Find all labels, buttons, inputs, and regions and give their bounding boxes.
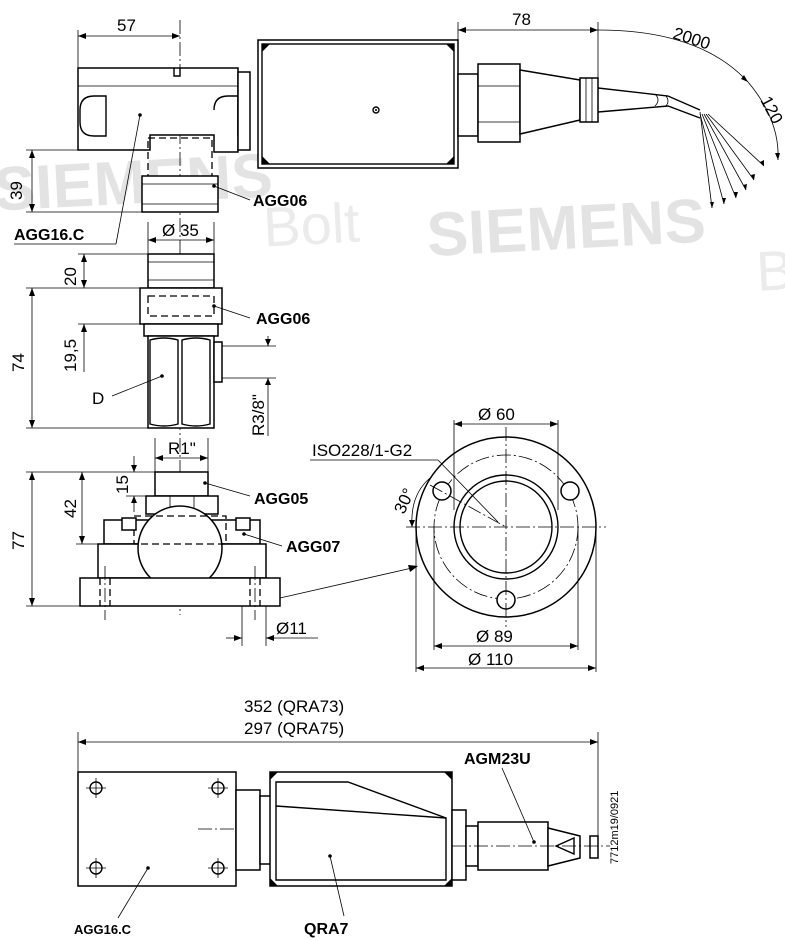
dim-120: 120 — [756, 93, 785, 127]
dim-39: 39 — [7, 181, 26, 200]
dim-57: 57 — [117, 16, 136, 35]
dim-89: Ø 89 — [476, 627, 513, 646]
label-agg16c-bottom: AGG16.C — [74, 922, 132, 937]
dim-42: 42 — [61, 499, 80, 518]
dim-35: Ø 35 — [162, 221, 199, 240]
watermark-bolt: Bolt — [262, 191, 362, 259]
dim-r1: R1" — [168, 439, 196, 458]
dim-11: Ø11 — [276, 619, 307, 638]
label-agg06-b: AGG06 — [256, 311, 310, 328]
label-iso: ISO228/1-G2 — [312, 441, 412, 460]
label-agg06-a: AGG06 — [253, 193, 307, 210]
dim-20: 20 — [61, 267, 80, 286]
dim-r3-8: R3/8" — [249, 394, 268, 436]
doc-number: 7712m19/0921 — [609, 791, 621, 864]
watermark-siemens-2: SIEMENS — [425, 187, 707, 271]
lower-assembly: R1" AGG05 AGG07 Ø11 — [9, 438, 418, 646]
dim-19-5: 19,5 — [61, 339, 80, 372]
label-agg16c-top: AGG16.C — [14, 227, 85, 244]
dim-15: 15 — [113, 475, 132, 494]
watermark-b: B — [755, 238, 785, 303]
label-agg05: AGG05 — [254, 491, 308, 508]
dim-352: 352 (QRA73) — [244, 697, 344, 716]
label-qra7: QRA7 — [304, 921, 349, 938]
dim-74: 74 — [9, 353, 28, 372]
watermark: SIEMENS Bolt SIEMENS B — [0, 141, 785, 303]
label-d: D — [92, 389, 104, 408]
label-agg07: AGG07 — [286, 539, 340, 556]
dim-60: Ø 60 — [478, 405, 515, 424]
dim-110: Ø 110 — [468, 650, 513, 669]
bottom-assembly: 352 (QRA73) 297 (QRA75) AGG16.C QRA7 — [74, 697, 621, 938]
middle-assembly: Ø 35 AGG06 D 20 19,5 74 — [9, 221, 310, 436]
dim-2000: 2000 — [671, 24, 713, 54]
dim-297: 297 (QRA75) — [244, 719, 344, 738]
flange-top-view: Ø 60 ISO228/1-G2 30° Ø 89 Ø 110 — [310, 405, 606, 672]
watermark-siemens-1: SIEMENS — [0, 141, 274, 225]
dim-30: 30° — [390, 485, 418, 516]
dim-78: 78 — [512, 10, 531, 29]
dim-77: 77 — [9, 531, 28, 550]
label-agm23u: AGM23U — [464, 751, 531, 768]
